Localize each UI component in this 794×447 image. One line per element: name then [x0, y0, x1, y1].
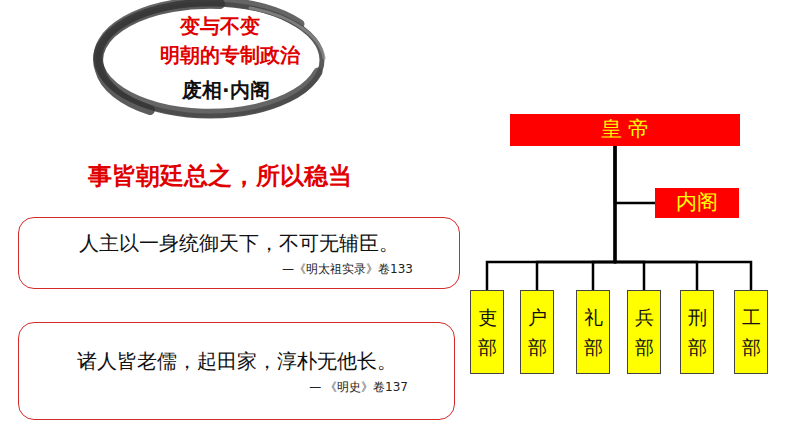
ministry-name: 兵部: [635, 302, 654, 363]
emperor-box: 皇 帝: [510, 114, 740, 146]
citation: — 《明史》卷137: [45, 380, 428, 396]
connector: [615, 146, 644, 290]
subtitle: 明朝的专制政治: [160, 42, 300, 69]
slide-title: 变与不变: [180, 13, 260, 40]
ministry-box: 吏部: [470, 290, 504, 374]
connector: [615, 146, 655, 203]
brush-ring: [98, 1, 324, 116]
citation: —《明太祖实录》卷133: [45, 262, 433, 278]
ministry-box: 礼部: [576, 290, 610, 374]
connector: [615, 146, 751, 290]
box-label: 内阁: [676, 190, 718, 215]
cabinet-box: 内阁: [655, 188, 739, 218]
ministry-box: 刑部: [680, 290, 714, 374]
ministry-name: 礼部: [584, 302, 603, 363]
quote-text: 诸人皆老儒，起田家，淳朴无他长。: [45, 348, 428, 374]
quote-box: 诸人皆老儒，起田家，淳朴无他长。 — 《明史》卷137: [18, 322, 455, 420]
quote-heading: 事皆朝廷总之，所以稳当: [88, 160, 352, 192]
ministry-box: 工部: [734, 290, 768, 374]
ministry-name: 刑部: [688, 302, 707, 363]
ministry-box: 兵部: [627, 290, 661, 374]
ministry-name: 吏部: [478, 302, 497, 363]
connector: [615, 146, 697, 290]
box-label: 皇 帝: [601, 117, 650, 142]
connector: [487, 146, 615, 290]
quote-box: 人主以一身统御天下，不可无辅臣。 —《明太祖实录》卷133: [18, 217, 460, 289]
ministry-name: 户部: [528, 302, 547, 363]
connector: [537, 146, 615, 290]
ministry-name: 工部: [742, 302, 761, 363]
subtitle: 废相·内阁: [182, 77, 270, 104]
connector: [593, 146, 615, 290]
quote-text: 人主以一身统御天下，不可无辅臣。: [45, 230, 433, 256]
ministry-box: 户部: [520, 290, 554, 374]
